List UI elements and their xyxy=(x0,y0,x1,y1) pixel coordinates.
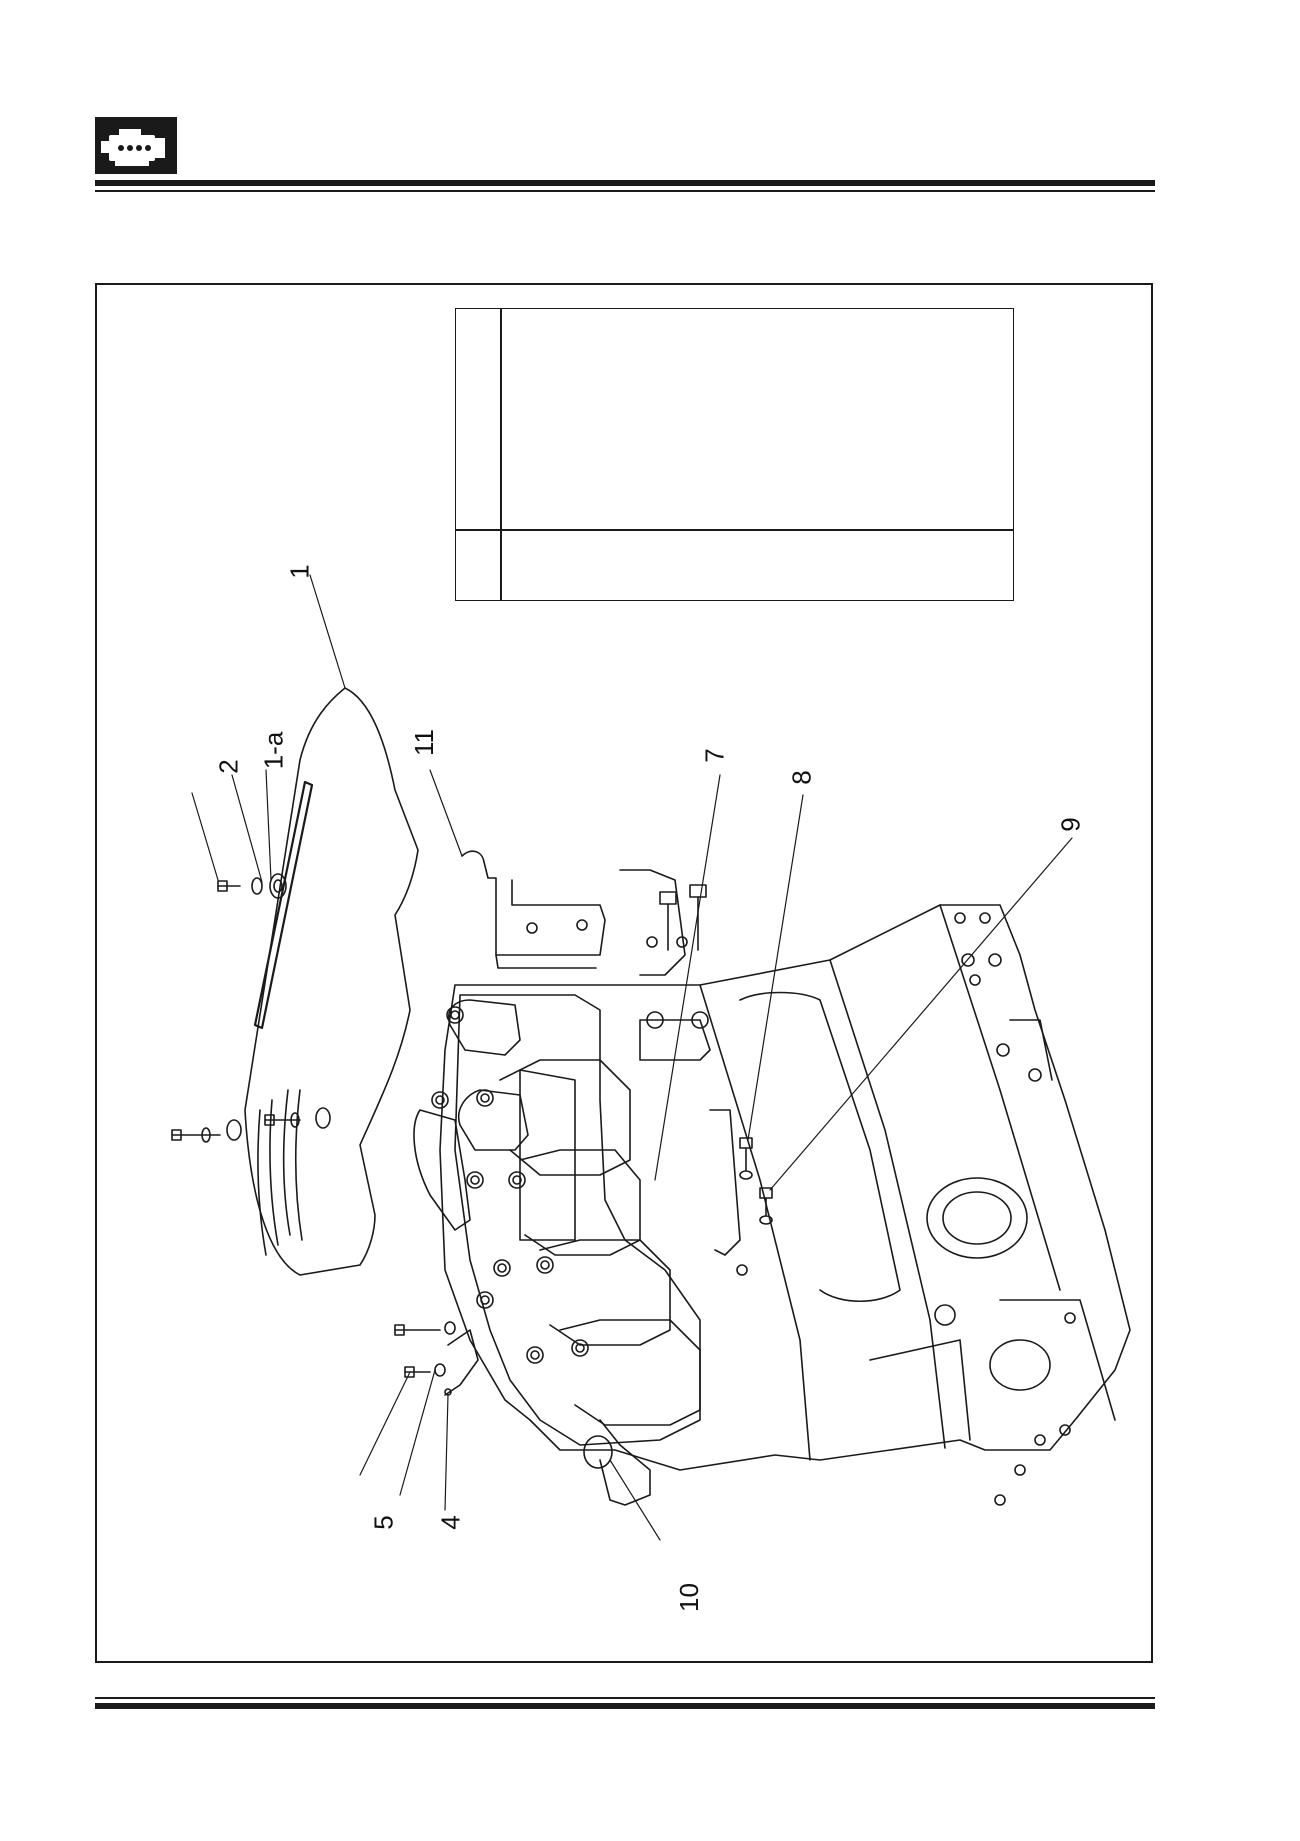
callout-1: 1 xyxy=(284,564,315,579)
header-rule-thin xyxy=(95,190,1155,192)
callout-1-a: 1-a xyxy=(258,731,289,770)
callout-5: 5 xyxy=(368,1515,399,1530)
leader-lines xyxy=(191,574,1073,1541)
footer-rule-thin xyxy=(95,1697,1155,1699)
engine-logo-icon xyxy=(95,117,177,174)
cover-fasteners-middle xyxy=(171,1107,331,1143)
callout-7: 7 xyxy=(699,748,730,763)
figure-frame xyxy=(95,283,1153,1663)
callout-2: 2 xyxy=(213,759,244,774)
injection-pump-assembly xyxy=(413,994,701,1506)
fasteners-8-9 xyxy=(709,1109,773,1276)
info-table-row-divider xyxy=(456,529,1013,531)
callout-4: 4 xyxy=(435,1515,466,1530)
header-rule-thick xyxy=(95,180,1155,186)
info-table-column-divider xyxy=(500,309,502,600)
engine-block xyxy=(439,904,1131,1506)
callout-9: 9 xyxy=(1055,817,1086,832)
bracket-11 xyxy=(461,850,606,969)
callout-8: 8 xyxy=(786,770,817,785)
info-table xyxy=(455,308,1014,601)
callout-10: 10 xyxy=(673,1583,704,1612)
cover-plate xyxy=(244,687,419,1276)
callout-11: 11 xyxy=(409,729,439,756)
cover-fasteners-top xyxy=(217,873,287,899)
footer-rule-thick xyxy=(95,1703,1155,1709)
top-bolts-7 xyxy=(619,869,711,1061)
fasteners-4-5 xyxy=(394,1321,479,1396)
